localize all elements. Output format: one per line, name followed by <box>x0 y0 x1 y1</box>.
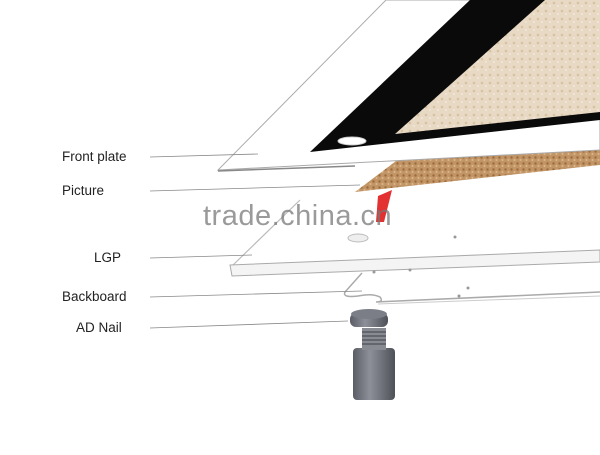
leader-lines <box>149 153 363 329</box>
backboard-layer <box>343 272 600 305</box>
label-front-plate: Front plate <box>62 149 127 164</box>
picture-window <box>395 0 600 134</box>
front-plate <box>216 0 600 172</box>
watermark: trade.china.cn <box>203 200 393 232</box>
label-picture: Picture <box>62 183 105 198</box>
screw-hole <box>337 136 367 146</box>
label-ad-nail: AD Nail <box>76 320 122 335</box>
ad-nail <box>350 309 395 400</box>
label-lgp: LGP <box>94 250 122 265</box>
label-backboard: Backboard <box>62 289 127 304</box>
